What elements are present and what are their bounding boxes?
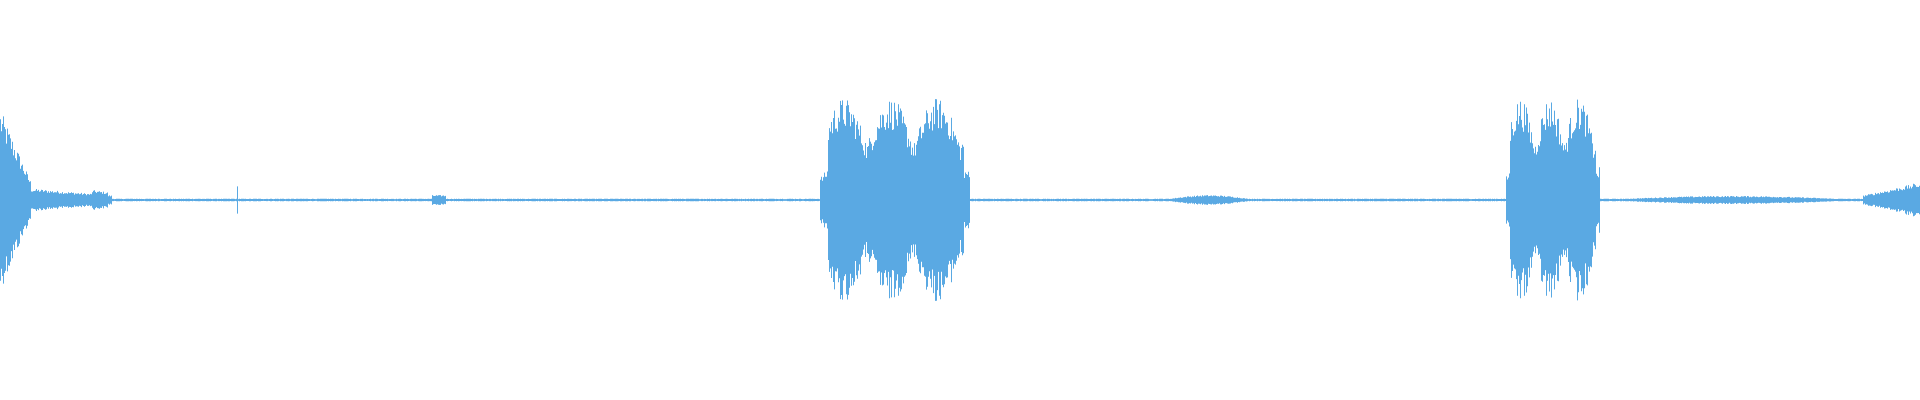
waveform-svg — [0, 99, 1920, 301]
